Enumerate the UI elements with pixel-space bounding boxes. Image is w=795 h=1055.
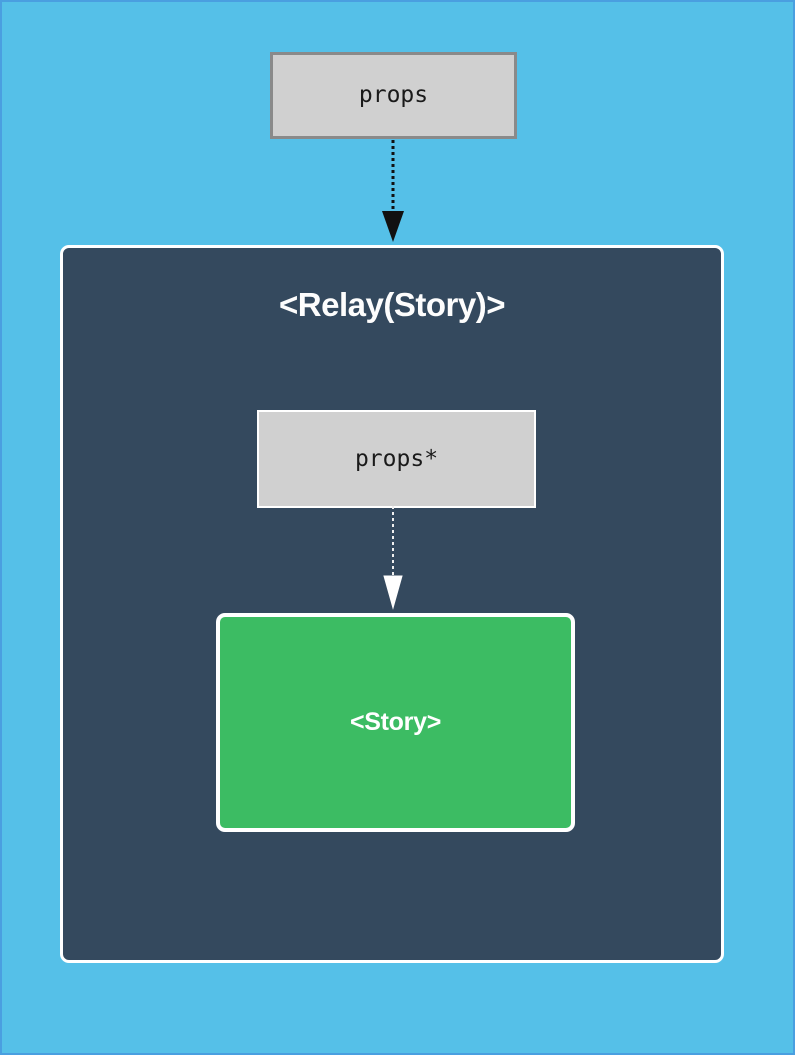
node-props-outer-label: props <box>358 82 429 108</box>
node-props-inner-label: props* <box>354 445 439 472</box>
node-story-label: <Story> <box>349 708 441 736</box>
node-story[interactable]: <Story> <box>216 613 575 832</box>
node-props-outer[interactable]: props <box>270 52 517 139</box>
node-props-inner[interactable]: props* <box>257 410 536 508</box>
props-to-relay-arrow-head <box>382 211 404 242</box>
node-relay-story-container[interactable]: <Relay(Story)> props* <Story> <box>60 245 724 963</box>
props-to-relay-arrow <box>382 140 404 242</box>
node-relay-story-title: <Relay(Story)> <box>279 286 505 323</box>
